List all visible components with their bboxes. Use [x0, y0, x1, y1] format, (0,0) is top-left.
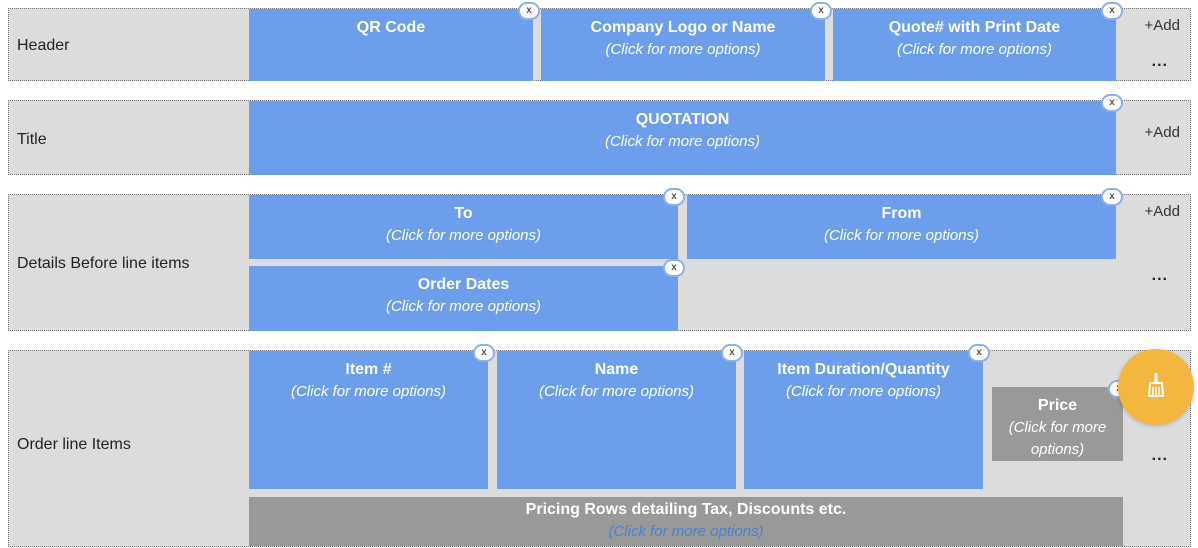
- block-item-duration-quantity[interactable]: Item Duration/Quantity (Click for more o…: [744, 344, 990, 489]
- close-icon[interactable]: x: [518, 2, 540, 20]
- block-subtitle: (Click for more options): [385, 298, 542, 315]
- block-from[interactable]: From (Click for more options) x: [687, 188, 1123, 259]
- more-options-icon[interactable]: ...: [1151, 53, 1168, 70]
- block-title: Name: [594, 361, 639, 378]
- broom-fab-button[interactable]: [1118, 349, 1194, 425]
- section-label-header: Header: [17, 37, 70, 54]
- block-subtitle: (Click for more options): [896, 41, 1053, 58]
- section-label-title: Title: [17, 131, 47, 148]
- block-item-number[interactable]: Item # (Click for more options) x: [249, 344, 495, 489]
- block-subtitle: (Click for more options): [1008, 419, 1107, 458]
- more-options-icon[interactable]: ...: [1151, 267, 1168, 284]
- block-subtitle: (Click for more options): [605, 41, 761, 58]
- more-options-icon[interactable]: ...: [1151, 447, 1168, 464]
- block-subtitle: (Click for more options): [290, 383, 447, 400]
- close-icon[interactable]: x: [663, 259, 685, 277]
- block-title: Price: [1037, 397, 1078, 414]
- close-icon[interactable]: x: [1101, 2, 1123, 20]
- block-title: To: [454, 205, 473, 222]
- section-header: Header QR Code x Company Logo or Name (C…: [8, 2, 1191, 81]
- block-title: QR Code: [356, 19, 426, 36]
- add-button[interactable]: +Add: [1144, 124, 1180, 141]
- block-title: Quote# with Print Date: [888, 19, 1061, 36]
- close-icon[interactable]: x: [968, 344, 990, 362]
- block-subtitle: (Click for more options): [538, 383, 695, 400]
- close-icon[interactable]: x: [721, 344, 743, 362]
- block-title: Order Dates: [417, 276, 510, 293]
- block-price[interactable]: Price (Click for more options) x: [992, 380, 1130, 461]
- block-subtitle: (Click for more options): [823, 227, 980, 244]
- close-icon[interactable]: x: [473, 344, 495, 362]
- block-order-dates[interactable]: Order Dates (Click for more options) x: [249, 259, 685, 331]
- section-label-details: Details Before line items: [17, 255, 190, 272]
- block-quote-print-date[interactable]: Quote# with Print Date (Click for more o…: [833, 2, 1123, 81]
- section-label-order: Order line Items: [17, 436, 131, 453]
- block-subtitle: (Click for more options): [785, 383, 942, 400]
- block-name[interactable]: Name (Click for more options) x: [497, 344, 743, 489]
- block-title: Item #: [345, 361, 392, 378]
- add-button[interactable]: +Add: [1144, 203, 1180, 220]
- section-title: Title QUOTATION (Click for more options)…: [8, 94, 1191, 175]
- block-title: QUOTATION: [635, 111, 730, 128]
- close-icon[interactable]: x: [663, 188, 685, 206]
- close-icon[interactable]: x: [810, 2, 832, 20]
- section-order-line-items: Order line Items Item # (Click for more …: [8, 344, 1191, 547]
- section-details: Details Before line items To (Click for …: [8, 188, 1191, 331]
- add-button[interactable]: +Add: [1144, 17, 1180, 34]
- block-to[interactable]: To (Click for more options) x: [249, 188, 685, 259]
- block-title: Item Duration/Quantity: [777, 361, 950, 378]
- block-subtitle: (Click for more options): [608, 523, 764, 540]
- block-subtitle: (Click for more options): [385, 227, 542, 244]
- block-quotation[interactable]: QUOTATION (Click for more options) x: [249, 94, 1123, 175]
- block-company-logo[interactable]: Company Logo or Name (Click for more opt…: [541, 2, 832, 81]
- close-icon[interactable]: x: [1101, 94, 1123, 112]
- block-title: Pricing Rows detailing Tax, Discounts et…: [525, 501, 847, 518]
- close-icon[interactable]: x: [1101, 188, 1123, 206]
- block-title: Company Logo or Name: [590, 19, 776, 36]
- block-qr-code[interactable]: QR Code x: [249, 2, 540, 81]
- block-subtitle: (Click for more options): [604, 133, 761, 150]
- block-title: From: [881, 205, 922, 222]
- block-pricing-rows[interactable]: Pricing Rows detailing Tax, Discounts et…: [249, 497, 1123, 546]
- broom-icon: [1145, 372, 1167, 403]
